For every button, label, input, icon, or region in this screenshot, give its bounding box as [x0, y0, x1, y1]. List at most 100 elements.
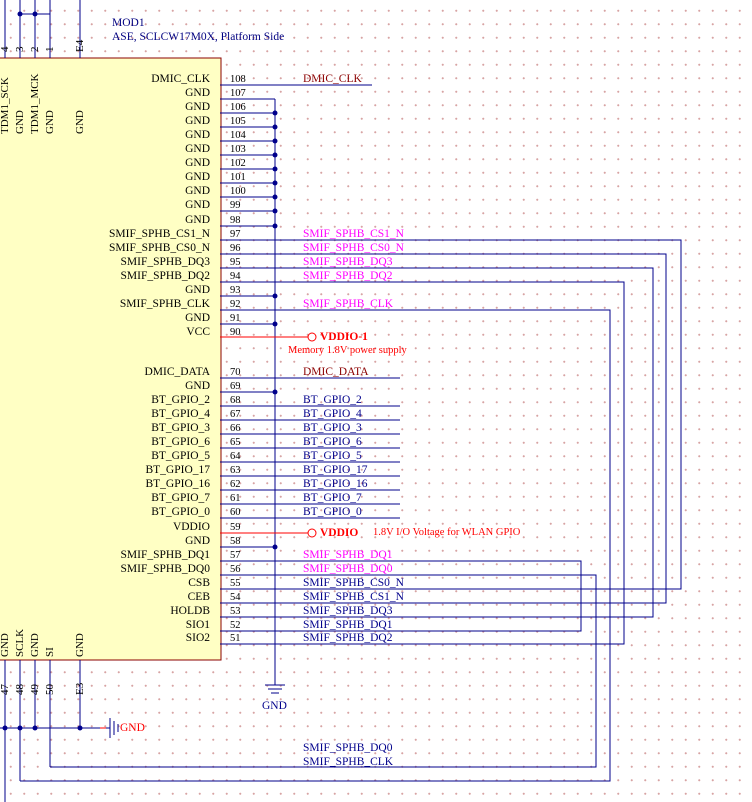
pin-number-108: 108: [230, 74, 246, 85]
pin-number-103: 103: [230, 144, 246, 155]
net-label-96: SMIF_SPHB_CS0_N: [303, 242, 404, 254]
junction-99: [272, 208, 278, 214]
vddio-port: VDDIO: [320, 527, 359, 539]
net-label-54: SMIF_SPHB_CS1_N: [303, 591, 404, 603]
net-label-70: DMIC_DATA: [303, 366, 369, 378]
pin-name-64: BT_GPIO_5: [151, 450, 210, 462]
bottom-pin-number-E3: E3: [74, 682, 86, 695]
top-pin-name-1: GND: [44, 110, 56, 134]
vddio-note: 1.8V I/O Voltage for WLAN GPIO: [373, 527, 521, 538]
top-pin-number-E4: E4: [74, 39, 86, 52]
pin-name-56: SMIF_SPHB_DQ0: [120, 563, 210, 575]
junction-101: [272, 180, 278, 186]
pin-name-97: SMIF_SPHB_CS1_N: [109, 228, 210, 240]
pin-name-67: BT_GPIO_4: [151, 408, 210, 420]
junction-104: [272, 138, 278, 144]
net-label-56: SMIF_SPHB_DQ0: [303, 563, 393, 575]
pin-number-51: 51: [230, 633, 241, 644]
pin-number-93: 93: [230, 285, 241, 296]
top-pin-number-1: 1: [44, 46, 56, 53]
module-description: ASE, SCLCW17M0X, Platform Side: [112, 31, 285, 43]
pin-name-107: GND: [185, 87, 210, 99]
pin-name-66: BT_GPIO_3: [151, 422, 210, 434]
net-label-67: BT_GPIO_4: [303, 408, 362, 420]
top-pin-number-2: 2: [29, 46, 41, 53]
net-label-60: BT_GPIO_0: [303, 506, 362, 518]
pin-number-100: 100: [230, 186, 246, 197]
pin-number-90: 90: [230, 327, 241, 338]
pin-number-94: 94: [230, 271, 241, 282]
pin-number-102: 102: [230, 158, 246, 169]
pin-name-98: GND: [185, 214, 210, 226]
junction-102: [272, 166, 278, 172]
pin-name-91: GND: [185, 312, 210, 324]
pin-name-57: SMIF_SPHB_DQ1: [120, 549, 210, 561]
net-label-53: SMIF_SPHB_DQ3: [303, 605, 393, 617]
pin-name-101: GND: [185, 171, 210, 183]
bottom-pin-name-47: GND: [0, 633, 11, 657]
pin-number-64: 64: [230, 451, 241, 462]
pin-number-97: 97: [230, 229, 241, 240]
pin-number-68: 68: [230, 395, 241, 406]
pin-name-108: DMIC_CLK: [151, 73, 210, 85]
pin-name-54: CEB: [187, 591, 210, 603]
pin-name-94: SMIF_SPHB_DQ2: [120, 270, 210, 282]
pin-name-103: GND: [185, 143, 210, 155]
net-label-bottom-clk: SMIF_SPHB_CLK: [303, 756, 394, 768]
junction-103: [272, 152, 278, 158]
pin-number-55: 55: [230, 578, 241, 589]
pin-number-106: 106: [230, 102, 246, 113]
pin-number-57: 57: [230, 550, 241, 561]
pin-number-53: 53: [230, 606, 241, 617]
pin-number-56: 56: [230, 564, 241, 575]
net-label-94: SMIF_SPHB_DQ2: [303, 270, 393, 282]
pin-number-104: 104: [230, 130, 246, 141]
pin-number-67: 67: [230, 409, 241, 420]
pin-number-60: 60: [230, 507, 241, 518]
pin-number-65: 65: [230, 437, 241, 448]
net-label-66: BT_GPIO_3: [303, 422, 362, 434]
pin-name-63: BT_GPIO_17: [145, 464, 210, 476]
junction-58: [272, 544, 278, 550]
bottom-pin-number-47: 47: [0, 684, 11, 695]
pin-number-91: 91: [230, 313, 241, 324]
bottom-pin-name-48: SCLK: [14, 628, 26, 657]
pin-name-90: VCC: [186, 326, 210, 338]
pin-number-96: 96: [230, 243, 241, 254]
junction-93: [272, 293, 278, 299]
pin-number-98: 98: [230, 215, 241, 226]
gnd-port-bottom: GND: [120, 722, 145, 734]
pin-name-62: BT_GPIO_16: [145, 478, 210, 490]
net-label-68: BT_GPIO_2: [303, 394, 362, 406]
pin-number-52: 52: [230, 620, 241, 631]
gnd-port-right: GND: [262, 700, 287, 712]
pin-number-59: 59: [230, 522, 241, 533]
vddio-1-port: VDDIO-1: [320, 331, 368, 343]
pin-name-55: CSB: [188, 577, 210, 589]
vddio-1-note: Memory 1.8V power supply: [288, 345, 407, 356]
net-label-64: BT_GPIO_5: [303, 450, 362, 462]
junction-98: [272, 223, 278, 229]
pin-name-102: GND: [185, 157, 210, 169]
pin-name-52: SIO1: [185, 619, 210, 631]
junction-106: [272, 110, 278, 116]
module-designator: MOD1: [112, 17, 145, 29]
top-pin-name-4: TDM1_SCK: [0, 77, 11, 134]
pin-name-99: GND: [185, 199, 210, 211]
pin-number-99: 99: [230, 200, 241, 211]
pin-name-61: BT_GPIO_7: [151, 492, 210, 504]
pin-number-63: 63: [230, 465, 241, 476]
pin-name-106: GND: [185, 101, 210, 113]
pin-number-62: 62: [230, 479, 241, 490]
junction-105: [272, 124, 278, 130]
junction-91: [272, 321, 278, 327]
junction-100: [272, 194, 278, 200]
pin-number-95: 95: [230, 257, 241, 268]
net-label-57: SMIF_SPHB_DQ1: [303, 549, 393, 561]
pin-number-92: 92: [230, 299, 241, 310]
pin-name-104: GND: [185, 129, 210, 141]
pin-number-70: 70: [230, 367, 241, 378]
pin-name-93: GND: [185, 284, 210, 296]
net-label-51: SMIF_SPHB_DQ2: [303, 632, 393, 644]
